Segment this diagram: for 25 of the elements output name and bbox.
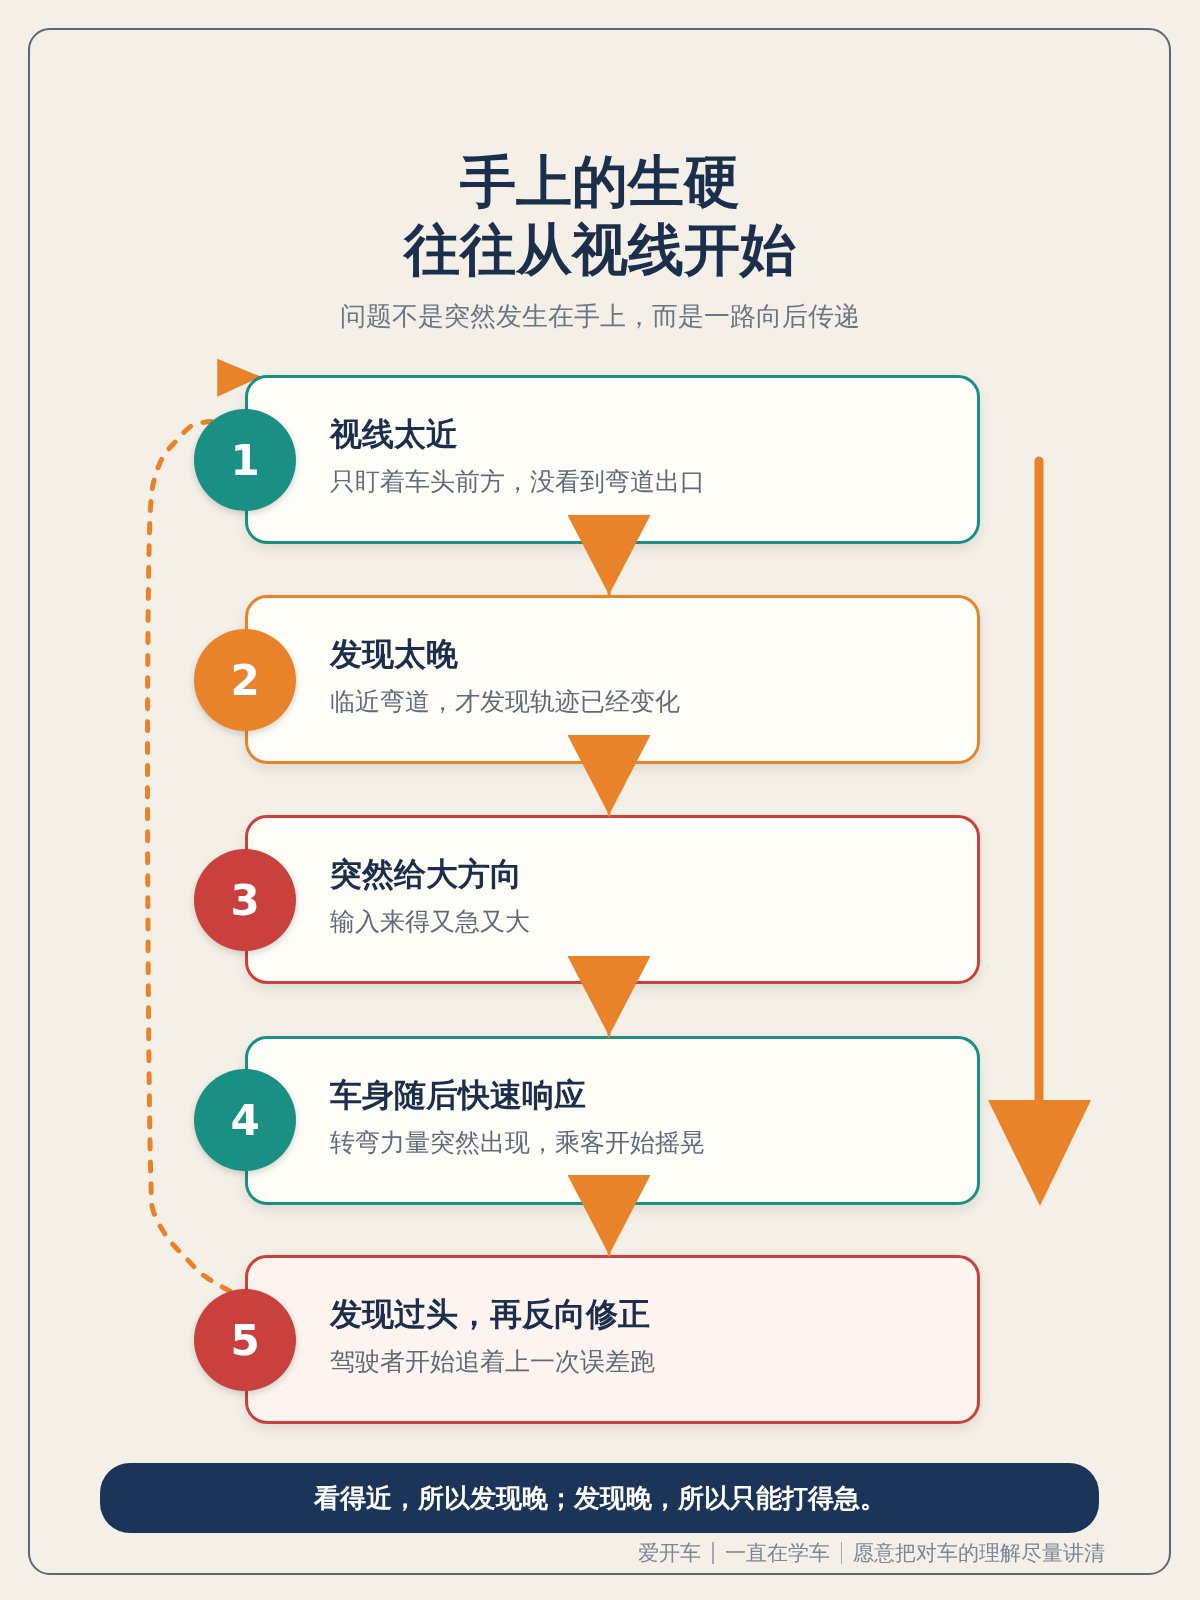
step-heading: 车身随后快速响应 [330,1075,586,1116]
step-heading: 发现太晚 [330,634,458,675]
step-description: 输入来得又急又大 [330,906,530,938]
footer-text: 愿意把对车的理解尽量讲清 [853,1540,1105,1567]
number-circle: 1 [194,409,296,511]
number-circle: 2 [194,629,296,731]
arrow [567,515,651,597]
summary-banner: 看得近，所以发现晚；发现晚，所以只能打得急。 [100,1463,1099,1533]
step-description: 转弯力量突然出现，乘客开始摇晃 [330,1127,705,1159]
step-description: 临近弯道，才发现轨迹已经变化 [330,686,680,718]
arrow [567,956,651,1038]
number-circle: 3 [194,849,296,951]
subtitle: 问题不是突然发生在手上，而是一路向后传递 [339,300,861,333]
arrow [567,1175,651,1257]
step-heading: 视线太近 [330,414,458,455]
number-circle: 5 [194,1289,296,1391]
arrow [567,735,651,817]
footer-text: 爱开车 [638,1540,701,1567]
step-heading: 突然给大方向 [330,854,522,895]
step-heading: 发现过头，再反向修正 [330,1294,650,1335]
footer-text: 一直在学车 [724,1540,830,1567]
title-heading: 手上的生硬往往从视线开始 [402,148,797,284]
step-description: 驾驶者开始追着上一次误差跑 [330,1346,655,1378]
step-description: 只盯着车头前方，没看到弯道出口 [330,466,705,498]
number-circle: 4 [194,1069,296,1171]
